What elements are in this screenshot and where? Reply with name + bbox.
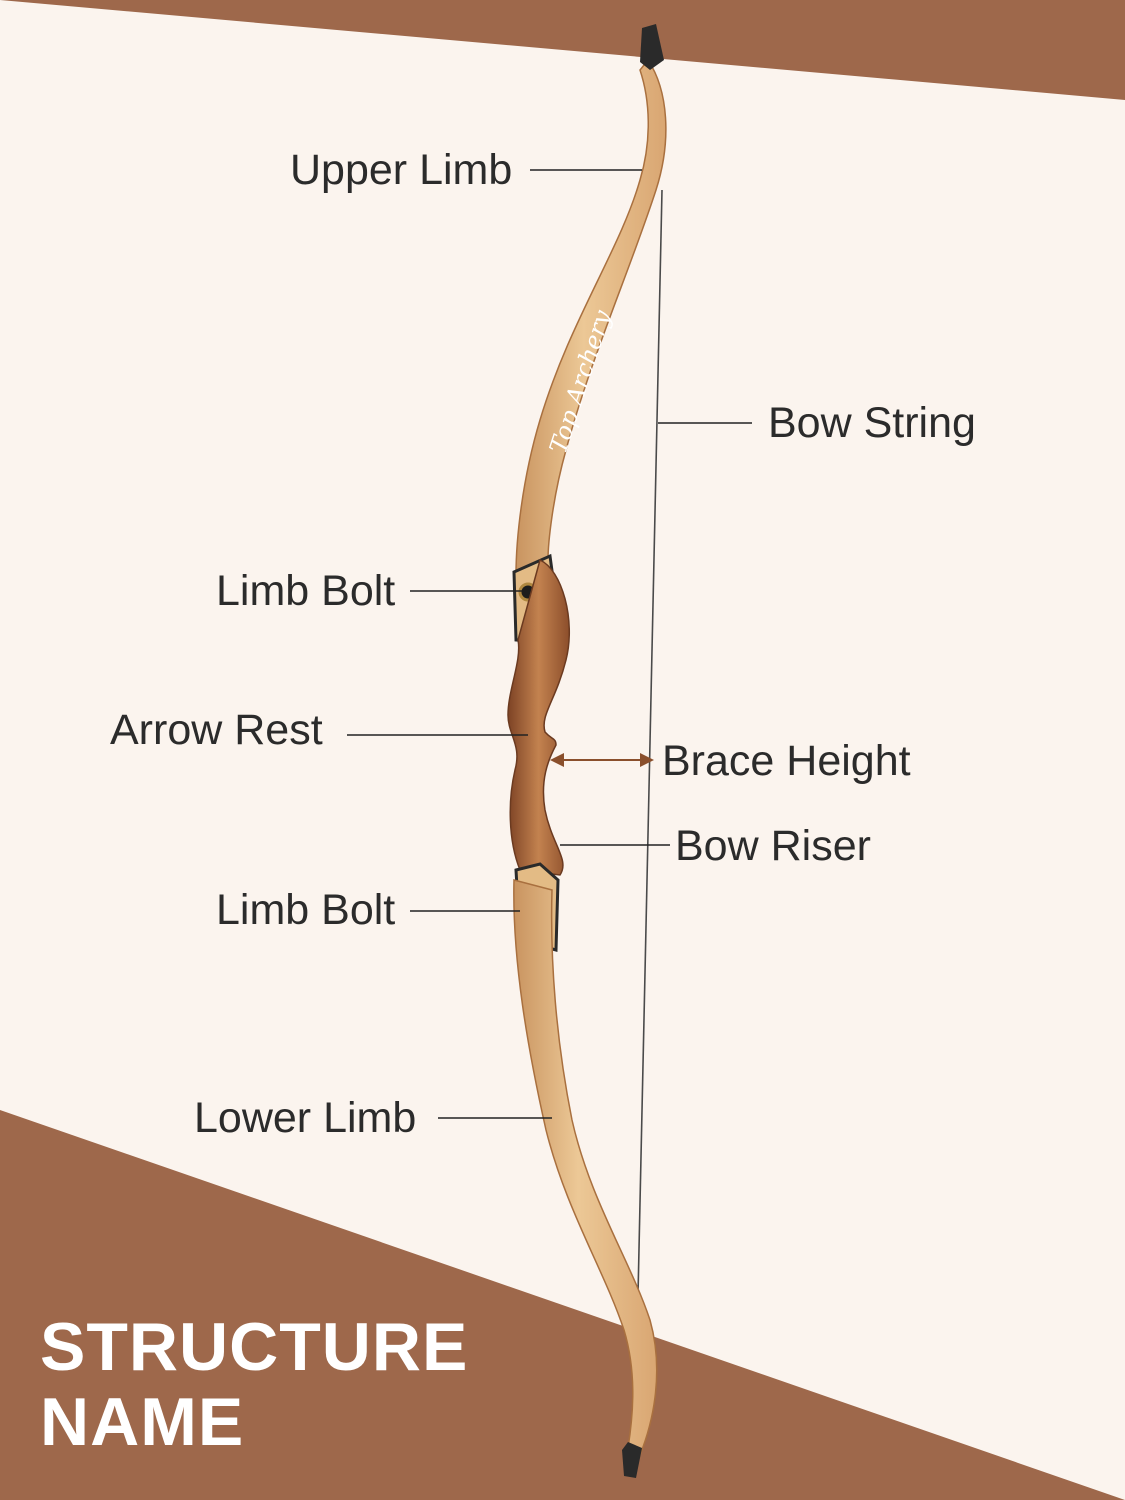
bow-riser: [507, 558, 570, 876]
lower-limb: [513, 879, 658, 1457]
label-upper-limb: Upper Limb: [290, 146, 513, 194]
label-bow-string: Bow String: [768, 399, 976, 447]
title-line-2: NAME: [40, 1384, 245, 1460]
label-bow-riser: Bow Riser: [675, 822, 871, 870]
lower-limb-tip: [622, 1442, 642, 1478]
label-arrow-rest: Arrow Rest: [110, 706, 323, 754]
brace-height-arrowhead-left: [550, 753, 564, 767]
title-line-1: STRUCTURE: [40, 1309, 469, 1385]
label-brace-height: Brace Height: [662, 737, 911, 785]
label-limb-bolt-upper: Limb Bolt: [216, 567, 396, 615]
label-limb-bolt-lower: Limb Bolt: [216, 886, 396, 934]
top-band: [0, 0, 1125, 100]
label-lower-limb: Lower Limb: [194, 1094, 417, 1142]
bottom-band: [0, 1110, 1125, 1500]
bow-string: [637, 189, 663, 1296]
brace-height-arrowhead-right: [640, 753, 654, 767]
upper-limb-tip: [640, 24, 664, 70]
